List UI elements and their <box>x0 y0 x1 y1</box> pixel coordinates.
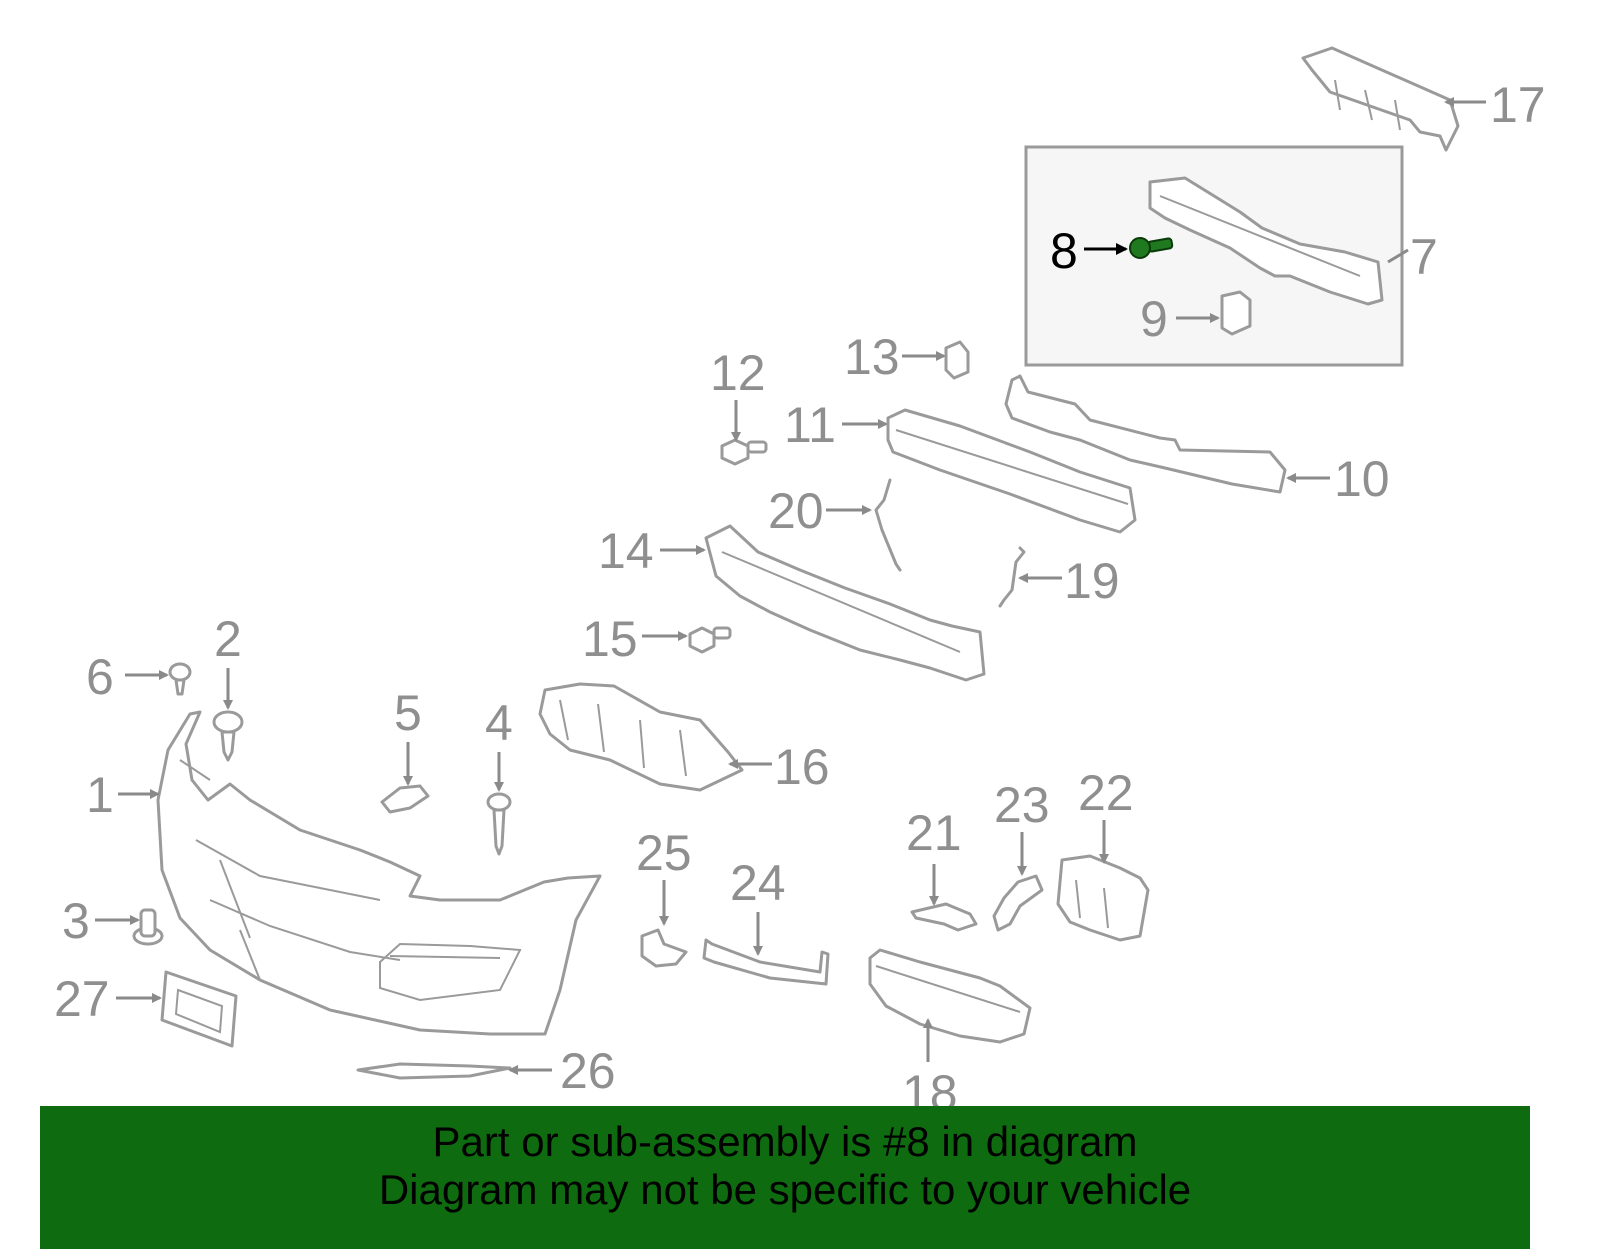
callout-14: 14 <box>598 523 654 579</box>
part-9-shape <box>1220 290 1252 336</box>
part-3-shape <box>132 908 164 946</box>
callout-1: 1 <box>86 767 114 823</box>
callout-19: 19 <box>1064 553 1120 609</box>
part-21-shape <box>910 902 978 932</box>
callout-8: 8 <box>1050 223 1078 279</box>
callout-22: 22 <box>1078 765 1134 821</box>
part-14-shape <box>704 524 986 682</box>
callout-17: 17 <box>1490 77 1546 133</box>
callout-27: 27 <box>54 971 110 1027</box>
callout-12: 12 <box>710 345 766 401</box>
callout-11: 11 <box>784 397 836 453</box>
banner-line-2: Diagram may not be specific to your vehi… <box>378 1166 1192 1213</box>
part-12-shape <box>720 438 768 466</box>
callout-24: 24 <box>730 855 786 911</box>
arrow-7 <box>1387 248 1409 264</box>
callout-13: 13 <box>844 329 900 385</box>
callout-23: 23 <box>994 777 1050 833</box>
callout-2: 2 <box>214 611 242 667</box>
callout-3: 3 <box>62 893 90 949</box>
part-19-shape <box>998 546 1026 608</box>
part-20-shape <box>874 478 902 572</box>
part-15-shape <box>688 626 732 654</box>
part-24-shape <box>702 938 830 986</box>
banner-line-1: Part or sub-assembly is #8 in diagram <box>432 1118 1138 1165</box>
part-23-shape <box>992 874 1044 932</box>
part-1-bumper-cover <box>156 710 602 1036</box>
callout-10: 10 <box>1334 451 1390 507</box>
callout-25: 25 <box>636 825 692 881</box>
info-banner: Part or sub-assembly is #8 in diagram Di… <box>40 1106 1530 1249</box>
callout-26: 26 <box>560 1043 616 1099</box>
part-6-shape <box>168 662 192 696</box>
part-4-shape <box>486 792 512 856</box>
part-13-shape <box>944 340 970 380</box>
part-2-shape <box>212 710 244 762</box>
part-27-shape <box>160 970 238 1048</box>
callout-9: 9 <box>1140 291 1168 347</box>
part-5-shape <box>380 784 430 814</box>
callout-5: 5 <box>394 685 422 741</box>
part-17-shape <box>1301 46 1460 152</box>
callout-16: 16 <box>774 739 830 795</box>
callout-7: 7 <box>1410 229 1438 285</box>
callout-20: 20 <box>768 483 824 539</box>
part-26-shape <box>356 1062 512 1080</box>
callout-15: 15 <box>582 611 638 667</box>
part-7-shape <box>1148 176 1384 306</box>
part-10-shape <box>1004 374 1287 494</box>
callout-4: 4 <box>485 695 513 751</box>
part-8-bolt <box>1129 237 1174 259</box>
part-16-shape <box>538 682 744 792</box>
part-11-shape <box>886 408 1137 534</box>
callout-6: 6 <box>86 649 114 705</box>
part-25-shape <box>640 928 688 968</box>
callout-21: 21 <box>906 805 962 861</box>
part-22-shape <box>1056 854 1150 942</box>
part-18-shape <box>868 948 1032 1044</box>
